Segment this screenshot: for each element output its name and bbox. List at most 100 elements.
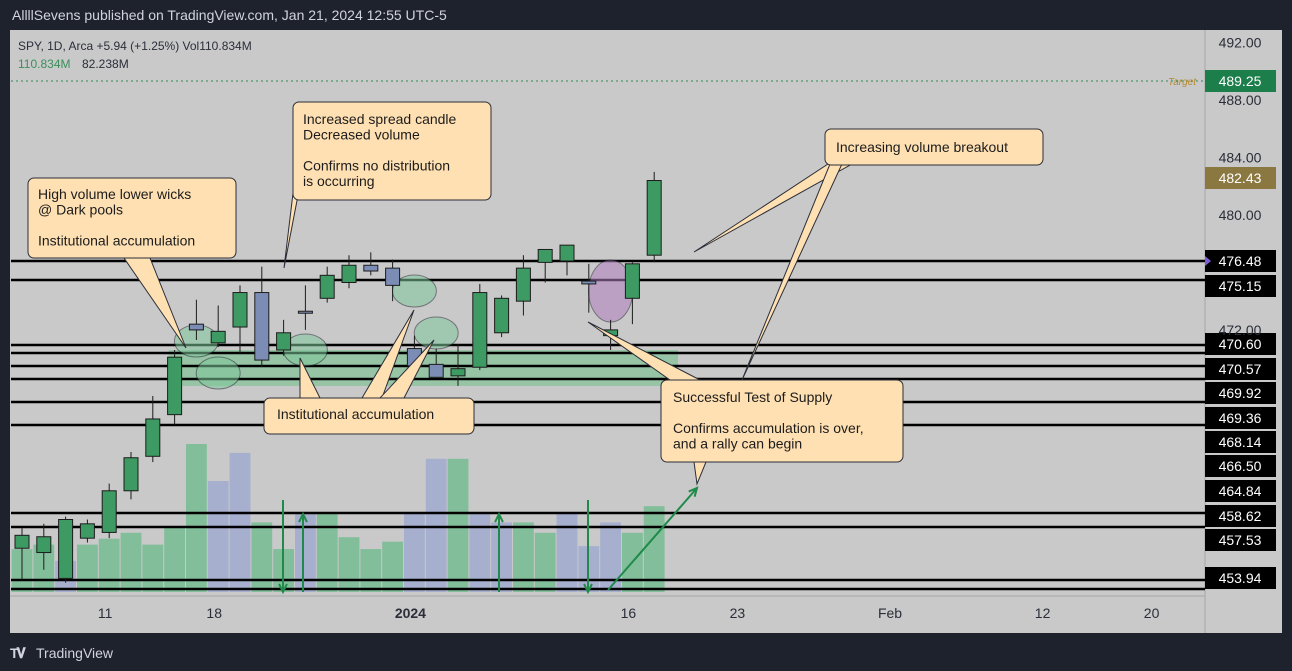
- volume-bar: [600, 522, 621, 592]
- target-line: Target: [11, 77, 1205, 88]
- level-price-tag[interactable]: [1205, 431, 1276, 453]
- level-price-tag[interactable]: [1205, 529, 1276, 551]
- level-price-label: 475.15: [1219, 278, 1262, 294]
- volume-bar: [295, 512, 316, 592]
- level-price-label: 464.84: [1219, 483, 1262, 499]
- candle-body: [385, 267, 401, 286]
- level-price-tag[interactable]: [1205, 505, 1276, 527]
- candle-body: [101, 490, 117, 533]
- callout-text: Institutional accumulation: [38, 233, 195, 249]
- volume-bar: [556, 512, 578, 592]
- target-price-tag[interactable]: [1205, 70, 1276, 92]
- level-price-label: 453.94: [1219, 570, 1262, 586]
- volume-arrows: [278, 486, 699, 595]
- level-price-label: 470.60: [1219, 336, 1262, 352]
- level-price-tag[interactable]: [1205, 455, 1276, 477]
- candle-body: [559, 244, 575, 262]
- level-price-tag[interactable]: [1205, 567, 1276, 589]
- candle-body: [188, 323, 204, 331]
- annotation-callouts: High volume lower wicks@ Dark poolsInsti…: [27, 101, 1044, 486]
- time-tick-label: 23: [730, 605, 746, 621]
- candle-body: [167, 356, 183, 416]
- candle-body: [123, 457, 139, 492]
- current-price-label: 482.43: [1219, 170, 1262, 186]
- price-tick-label: 480.00: [1219, 207, 1262, 223]
- legend-volume-value: 110.834M: [18, 57, 70, 71]
- candle-body: [494, 297, 510, 334]
- volume-arrow-down-head: [583, 583, 593, 595]
- tradingview-logo-icon[interactable]: T𝐕: [10, 645, 26, 661]
- accumulation-ellipse: [195, 356, 241, 390]
- volume-bar: [186, 444, 207, 592]
- callout-box: [263, 397, 475, 435]
- candle-body: [472, 292, 488, 368]
- callout-box: [824, 128, 1044, 166]
- level-price-label: 457.53: [1219, 532, 1262, 548]
- candle-body: [515, 267, 531, 302]
- volume-arrow-up-head: [494, 511, 504, 523]
- callout-text: is occurring: [303, 173, 375, 189]
- candlesticks: [14, 171, 662, 583]
- candle-body: [450, 368, 466, 377]
- candle-body: [232, 292, 248, 328]
- candle-body: [210, 330, 226, 344]
- volume-bar: [425, 458, 447, 592]
- volume-bar: [534, 532, 556, 592]
- candle-body: [145, 418, 161, 457]
- callout-text: and a rally can begin: [673, 436, 802, 452]
- volume-bar: [447, 458, 469, 592]
- footer-brand[interactable]: TradingView: [36, 645, 114, 661]
- price-scale[interactable]: 476.48475.15470.60470.57469.92469.36468.…: [1205, 35, 1276, 589]
- candle-body: [624, 263, 640, 299]
- price-marker-icon: [1205, 256, 1211, 266]
- target-price-label: 489.25: [1219, 73, 1262, 89]
- level-price-label: 458.62: [1219, 508, 1262, 524]
- time-tick-label: 2024: [395, 605, 426, 621]
- volume-bar: [491, 522, 512, 592]
- time-tick-label: 12: [1035, 605, 1051, 621]
- candle-body: [363, 264, 379, 272]
- callout-text: Increasing volume breakout: [836, 139, 1008, 155]
- level-price-tag[interactable]: [1205, 382, 1276, 404]
- level-price-tag[interactable]: [1205, 333, 1276, 355]
- time-tick-label: Feb: [878, 605, 902, 621]
- volume-bar: [77, 544, 98, 592]
- volume-bar: [142, 544, 164, 592]
- volume-bar: [360, 549, 382, 592]
- callout-text: @ Dark pools: [38, 202, 123, 218]
- candle-body: [254, 292, 270, 361]
- volume-bar: [120, 532, 142, 592]
- current-price-tag[interactable]: [1205, 167, 1276, 189]
- publish-bar: AllllSevens published on TradingView.com…: [0, 0, 1292, 30]
- callout-text: Decreased volume: [303, 127, 420, 143]
- level-price-tag[interactable]: [1205, 407, 1276, 429]
- candle-body: [297, 310, 313, 314]
- volume-bar: [404, 512, 425, 592]
- volume-bar: [207, 481, 229, 592]
- level-price-tag[interactable]: [1205, 250, 1276, 272]
- legend-volume-ma: 82.238M: [82, 57, 129, 71]
- volume-arrow-up-head: [298, 511, 308, 523]
- volume-arrow-down-head: [278, 583, 288, 595]
- time-tick-label: 18: [206, 605, 222, 621]
- candle-body: [36, 536, 52, 554]
- level-price-tag[interactable]: [1205, 275, 1276, 297]
- volume-bar: [251, 522, 273, 592]
- level-price-label: 469.92: [1219, 385, 1262, 401]
- accumulation-ellipse: [413, 316, 459, 350]
- price-tick-label: 492.00: [1219, 35, 1262, 51]
- volume-bar: [469, 512, 491, 592]
- volume-bar: [338, 537, 360, 592]
- target-label: Target: [1168, 77, 1197, 88]
- legend-symbol-line: SPY, 1D, Arca +5.94 (+1.25%) Vol110.834M: [18, 39, 252, 53]
- level-price-tag[interactable]: [1205, 480, 1276, 502]
- callout-text: Increased spread candle: [303, 111, 457, 127]
- level-price-tag[interactable]: [1205, 358, 1276, 380]
- candle-body: [58, 519, 74, 579]
- time-tick-label: 16: [621, 605, 637, 621]
- volume-bar: [164, 526, 185, 592]
- volume-arrow-trend: [607, 487, 698, 591]
- level-price-label: 469.36: [1219, 410, 1262, 426]
